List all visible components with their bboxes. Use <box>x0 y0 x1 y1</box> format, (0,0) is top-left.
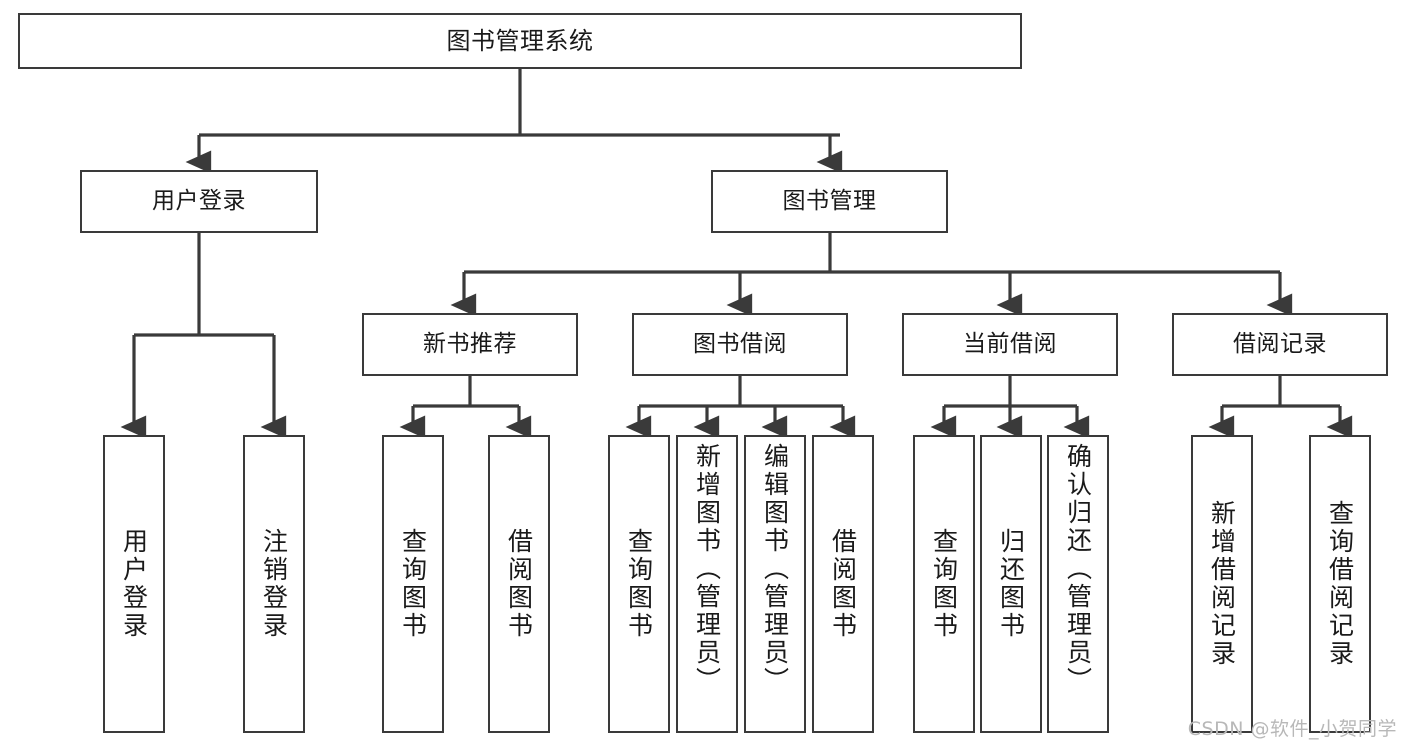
leaf-return-book[interactable]: 归还图书 <box>980 435 1042 733</box>
node-label: 当前借阅 <box>963 331 1057 357</box>
leaf-query-book-recommend[interactable]: 查询图书 <box>382 435 444 733</box>
node-current-borrow[interactable]: 当前借阅 <box>902 313 1118 376</box>
node-label: 查询图书 <box>929 528 959 640</box>
node-label: 确认归还（管理员） <box>1063 443 1093 695</box>
node-label: 查询图书 <box>624 528 654 640</box>
leaf-query-book-current[interactable]: 查询图书 <box>913 435 975 733</box>
leaf-query-borrow-record[interactable]: 查询借阅记录 <box>1309 435 1371 733</box>
node-new-book-recommend[interactable]: 新书推荐 <box>362 313 578 376</box>
node-label: 借阅记录 <box>1233 331 1327 357</box>
node-book-management[interactable]: 图书管理 <box>711 170 948 233</box>
node-label: 新书推荐 <box>423 331 517 357</box>
node-label: 图书管理 <box>782 188 877 214</box>
leaf-confirm-return-admin[interactable]: 确认归还（管理员） <box>1047 435 1109 733</box>
leaf-query-book-borrow[interactable]: 查询图书 <box>608 435 670 733</box>
node-root-book-management-system[interactable]: 图书管理系统 <box>18 13 1022 69</box>
leaf-logout-login[interactable]: 注销登录 <box>243 435 305 733</box>
node-label: 借阅图书 <box>828 528 858 640</box>
node-label: 查询图书 <box>398 528 428 640</box>
node-label: 注销登录 <box>259 528 289 640</box>
leaf-user-login[interactable]: 用户登录 <box>103 435 165 733</box>
csdn-watermark: CSDN @软件_小贺同学 <box>1187 718 1397 740</box>
node-label: 编辑图书（管理员） <box>760 443 790 695</box>
node-label: 归还图书 <box>996 528 1026 640</box>
node-label: 查询借阅记录 <box>1325 500 1355 668</box>
node-label: 用户登录 <box>152 188 246 214</box>
node-label: 借阅图书 <box>504 528 534 640</box>
leaf-add-borrow-record[interactable]: 新增借阅记录 <box>1191 435 1253 733</box>
leaf-add-book-admin[interactable]: 新增图书（管理员） <box>676 435 738 733</box>
leaf-borrow-book-recommend[interactable]: 借阅图书 <box>488 435 550 733</box>
leaf-edit-book-admin[interactable]: 编辑图书（管理员） <box>744 435 806 733</box>
node-book-borrow[interactable]: 图书借阅 <box>632 313 848 376</box>
node-label: 图书管理系统 <box>446 27 594 55</box>
node-label: 新增图书（管理员） <box>692 443 722 695</box>
node-borrow-record[interactable]: 借阅记录 <box>1172 313 1388 376</box>
node-label: 图书借阅 <box>693 331 787 357</box>
node-label: 用户登录 <box>119 528 149 640</box>
leaf-borrow-book[interactable]: 借阅图书 <box>812 435 874 733</box>
node-user-login[interactable]: 用户登录 <box>80 170 318 233</box>
node-label: 新增借阅记录 <box>1207 500 1237 668</box>
